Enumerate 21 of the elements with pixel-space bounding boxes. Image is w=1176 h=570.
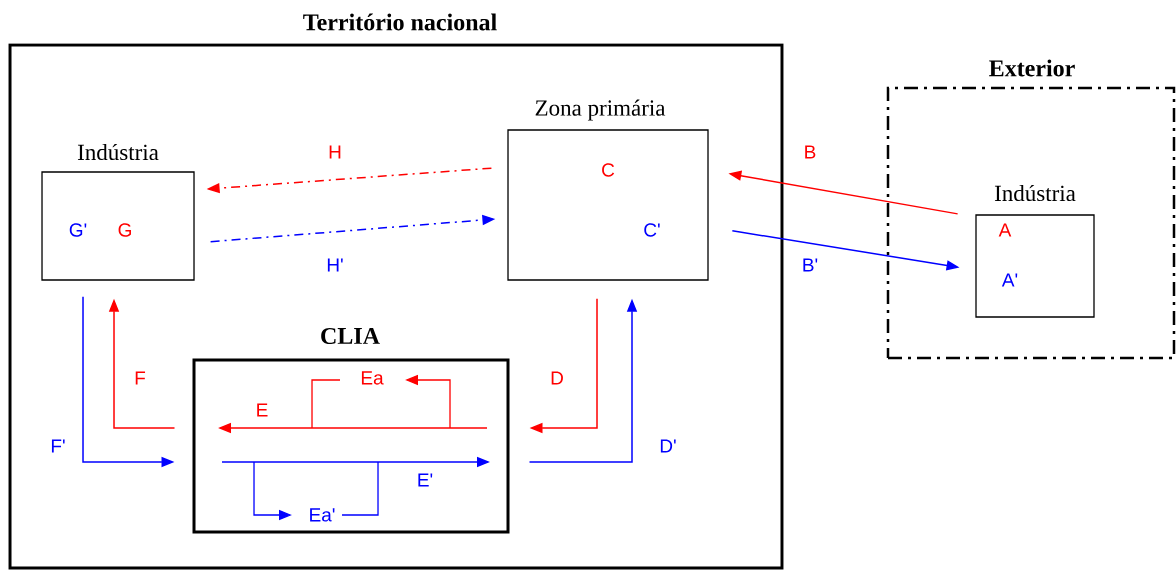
node-label: CLIA (321, 327, 380, 345)
edge-label: F (133, 370, 147, 386)
node-label: Exterior (989, 59, 1075, 77)
edge-label: H' (325, 257, 345, 273)
edge-label: D (549, 370, 565, 386)
flow-letter: C' (644, 223, 660, 237)
flow-label: E' (418, 473, 433, 487)
flow-label: Ea' (310, 508, 335, 522)
flow-letter: A' (1001, 273, 1018, 287)
flow-letter: C (602, 163, 615, 177)
edge-label: D' (658, 438, 678, 454)
flow-label: Ea (361, 371, 384, 385)
flow-letter: G (118, 223, 131, 237)
flow-label: E (257, 403, 268, 417)
node-label: Território nacional (303, 13, 497, 31)
edge-label: F' (49, 438, 67, 454)
edge-label: H (327, 144, 343, 160)
flow-letter: G' (69, 223, 87, 237)
edge-label: B (802, 144, 818, 160)
edge-label: B' (800, 257, 820, 273)
flow-letter: A (998, 223, 1012, 237)
